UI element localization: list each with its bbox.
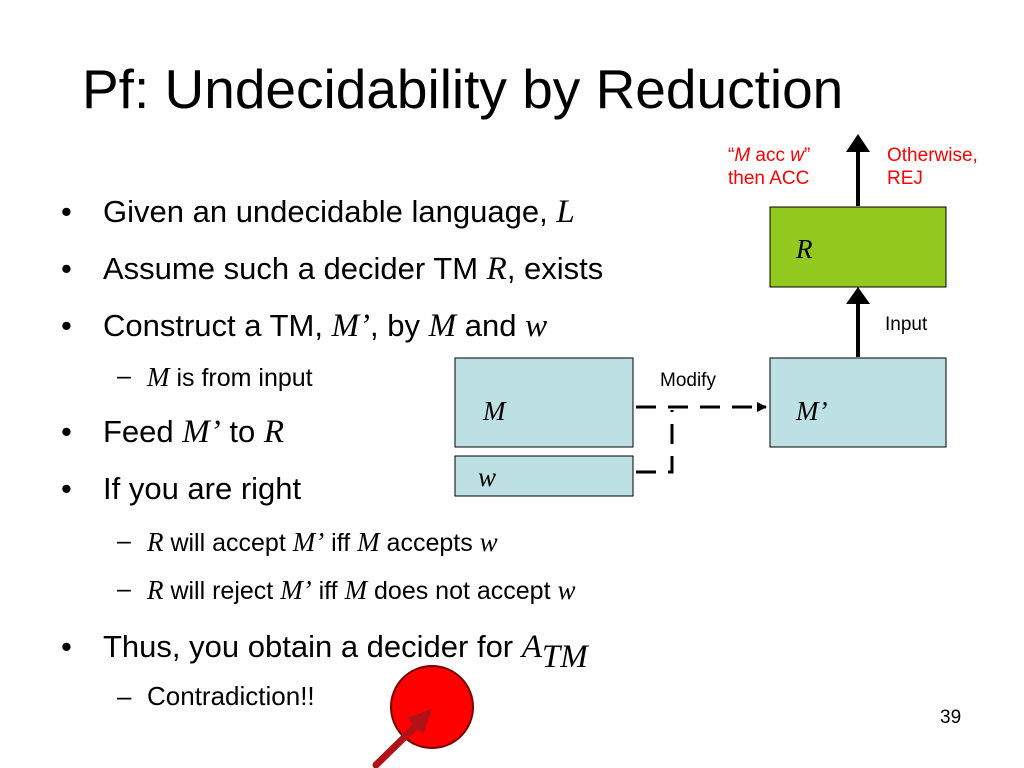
math-M: M: [357, 527, 380, 557]
box-R: [769, 206, 947, 288]
quote-close: ”: [804, 145, 811, 166]
sub-bullet-text: iff: [324, 529, 358, 557]
sub-bullet-marker: –: [117, 681, 132, 711]
reject-note-line1: Otherwise,: [887, 145, 978, 166]
math-M: M: [428, 308, 457, 344]
accept-note: “M acc w” then ACC: [728, 145, 810, 191]
bullet-text: Assume such a decider TM: [103, 251, 487, 286]
box-w: [454, 455, 634, 497]
sub-bullet-contradiction: – Contradiction!!: [117, 681, 315, 711]
accept-note-line1: “M acc w”: [728, 145, 810, 168]
bullet-text: If you are right: [103, 471, 302, 506]
slide-title: Pf: Undecidability by Reduction: [82, 58, 844, 120]
math-M-prime: M’: [292, 527, 325, 557]
sub-bullet-text: Contradiction!!: [147, 681, 315, 711]
bullet-marker: •: [61, 414, 72, 449]
arrow-pointer-icon: [372, 709, 432, 768]
input-label: Input: [885, 314, 928, 335]
math-w: w: [557, 575, 576, 605]
bullet-feed: • Feed M’ to R: [61, 414, 285, 450]
sub-bullet-accept: – R will accept M’ iff M accepts w: [117, 527, 498, 557]
output-arrow-head: [846, 134, 870, 152]
sub-bullet-marker: –: [117, 575, 131, 603]
bullet-marker: •: [61, 251, 72, 286]
math-M: M: [147, 362, 170, 392]
math-subscript-TM: TM: [541, 638, 588, 675]
bullet-text: , exists: [506, 251, 604, 286]
box-M: [454, 357, 634, 448]
math-w: w: [525, 308, 548, 344]
bullet-given-language: • Given an undecidable language, L: [61, 194, 575, 230]
bullet-text: , by: [370, 308, 429, 343]
box-M-label: M: [483, 396, 506, 426]
math-R: R: [486, 251, 507, 287]
math-R: R: [147, 527, 164, 557]
input-arrow-head: [846, 287, 870, 304]
quote-open: “: [728, 145, 735, 166]
bullet-marker: •: [61, 471, 72, 506]
bullet-obtain-decider: • Thus, you obtain a decider for ATM: [61, 629, 588, 675]
math-A: A: [521, 629, 542, 665]
accept-note-acc: acc: [750, 145, 791, 166]
bullet-marker: •: [61, 629, 72, 664]
box-w-label: w: [478, 462, 497, 492]
math-w: w: [479, 527, 498, 557]
sub-bullet-text: is from input: [169, 364, 313, 392]
accept-note-M: M: [734, 145, 751, 166]
page-number: 39: [940, 707, 962, 728]
sub-bullet-text: will reject: [163, 577, 281, 605]
sub-bullet-reject: – R will reject M’ iff M does not accept…: [117, 575, 576, 605]
math-M-prime: M’: [331, 308, 371, 344]
bullet-text: and: [456, 308, 526, 343]
box-R-label: R: [796, 234, 813, 264]
w-connector: [636, 410, 674, 474]
math-L: L: [556, 194, 575, 230]
sub-bullet-text: will accept: [163, 529, 293, 557]
modify-label: Modify: [660, 370, 716, 391]
sub-bullet-marker: –: [117, 362, 131, 390]
math-M-prime: M’: [280, 575, 312, 605]
box-M-prime: [769, 357, 947, 448]
bullet-if-right: • If you are right: [61, 471, 302, 506]
bullet-marker: •: [61, 194, 72, 229]
bullet-text: Given an undecidable language,: [103, 194, 557, 229]
math-M: M: [344, 575, 368, 605]
reject-note-line2: REJ: [887, 167, 923, 189]
box-M-prime-label: M’: [796, 396, 828, 426]
bullet-text: Feed: [103, 414, 183, 449]
sub-bullet-text: does not accept: [367, 577, 558, 605]
bullet-assume-decider: • Assume such a decider TM R, exists: [61, 251, 604, 287]
math-R: R: [147, 575, 164, 605]
bullet-text: Construct a TM,: [103, 308, 332, 343]
bullet-marker: •: [61, 308, 72, 343]
bullet-text: Thus, you obtain a decider for: [103, 629, 522, 664]
sub-bullet-text: accepts: [379, 529, 480, 557]
math-M-prime: M’: [182, 414, 221, 450]
accept-note-line2: then ACC: [728, 167, 810, 189]
sub-bullet-text: iff: [311, 577, 345, 605]
reject-note: Otherwise, REJ: [887, 145, 978, 191]
math-R: R: [263, 414, 285, 450]
sub-bullet-m-from-input: – M is from input: [117, 362, 313, 392]
bullet-text: to: [220, 414, 264, 449]
sub-bullet-marker: –: [117, 527, 131, 555]
bullet-construct-tm: • Construct a TM, M’, by M and w: [61, 308, 548, 344]
accept-note-w: w: [790, 145, 805, 166]
